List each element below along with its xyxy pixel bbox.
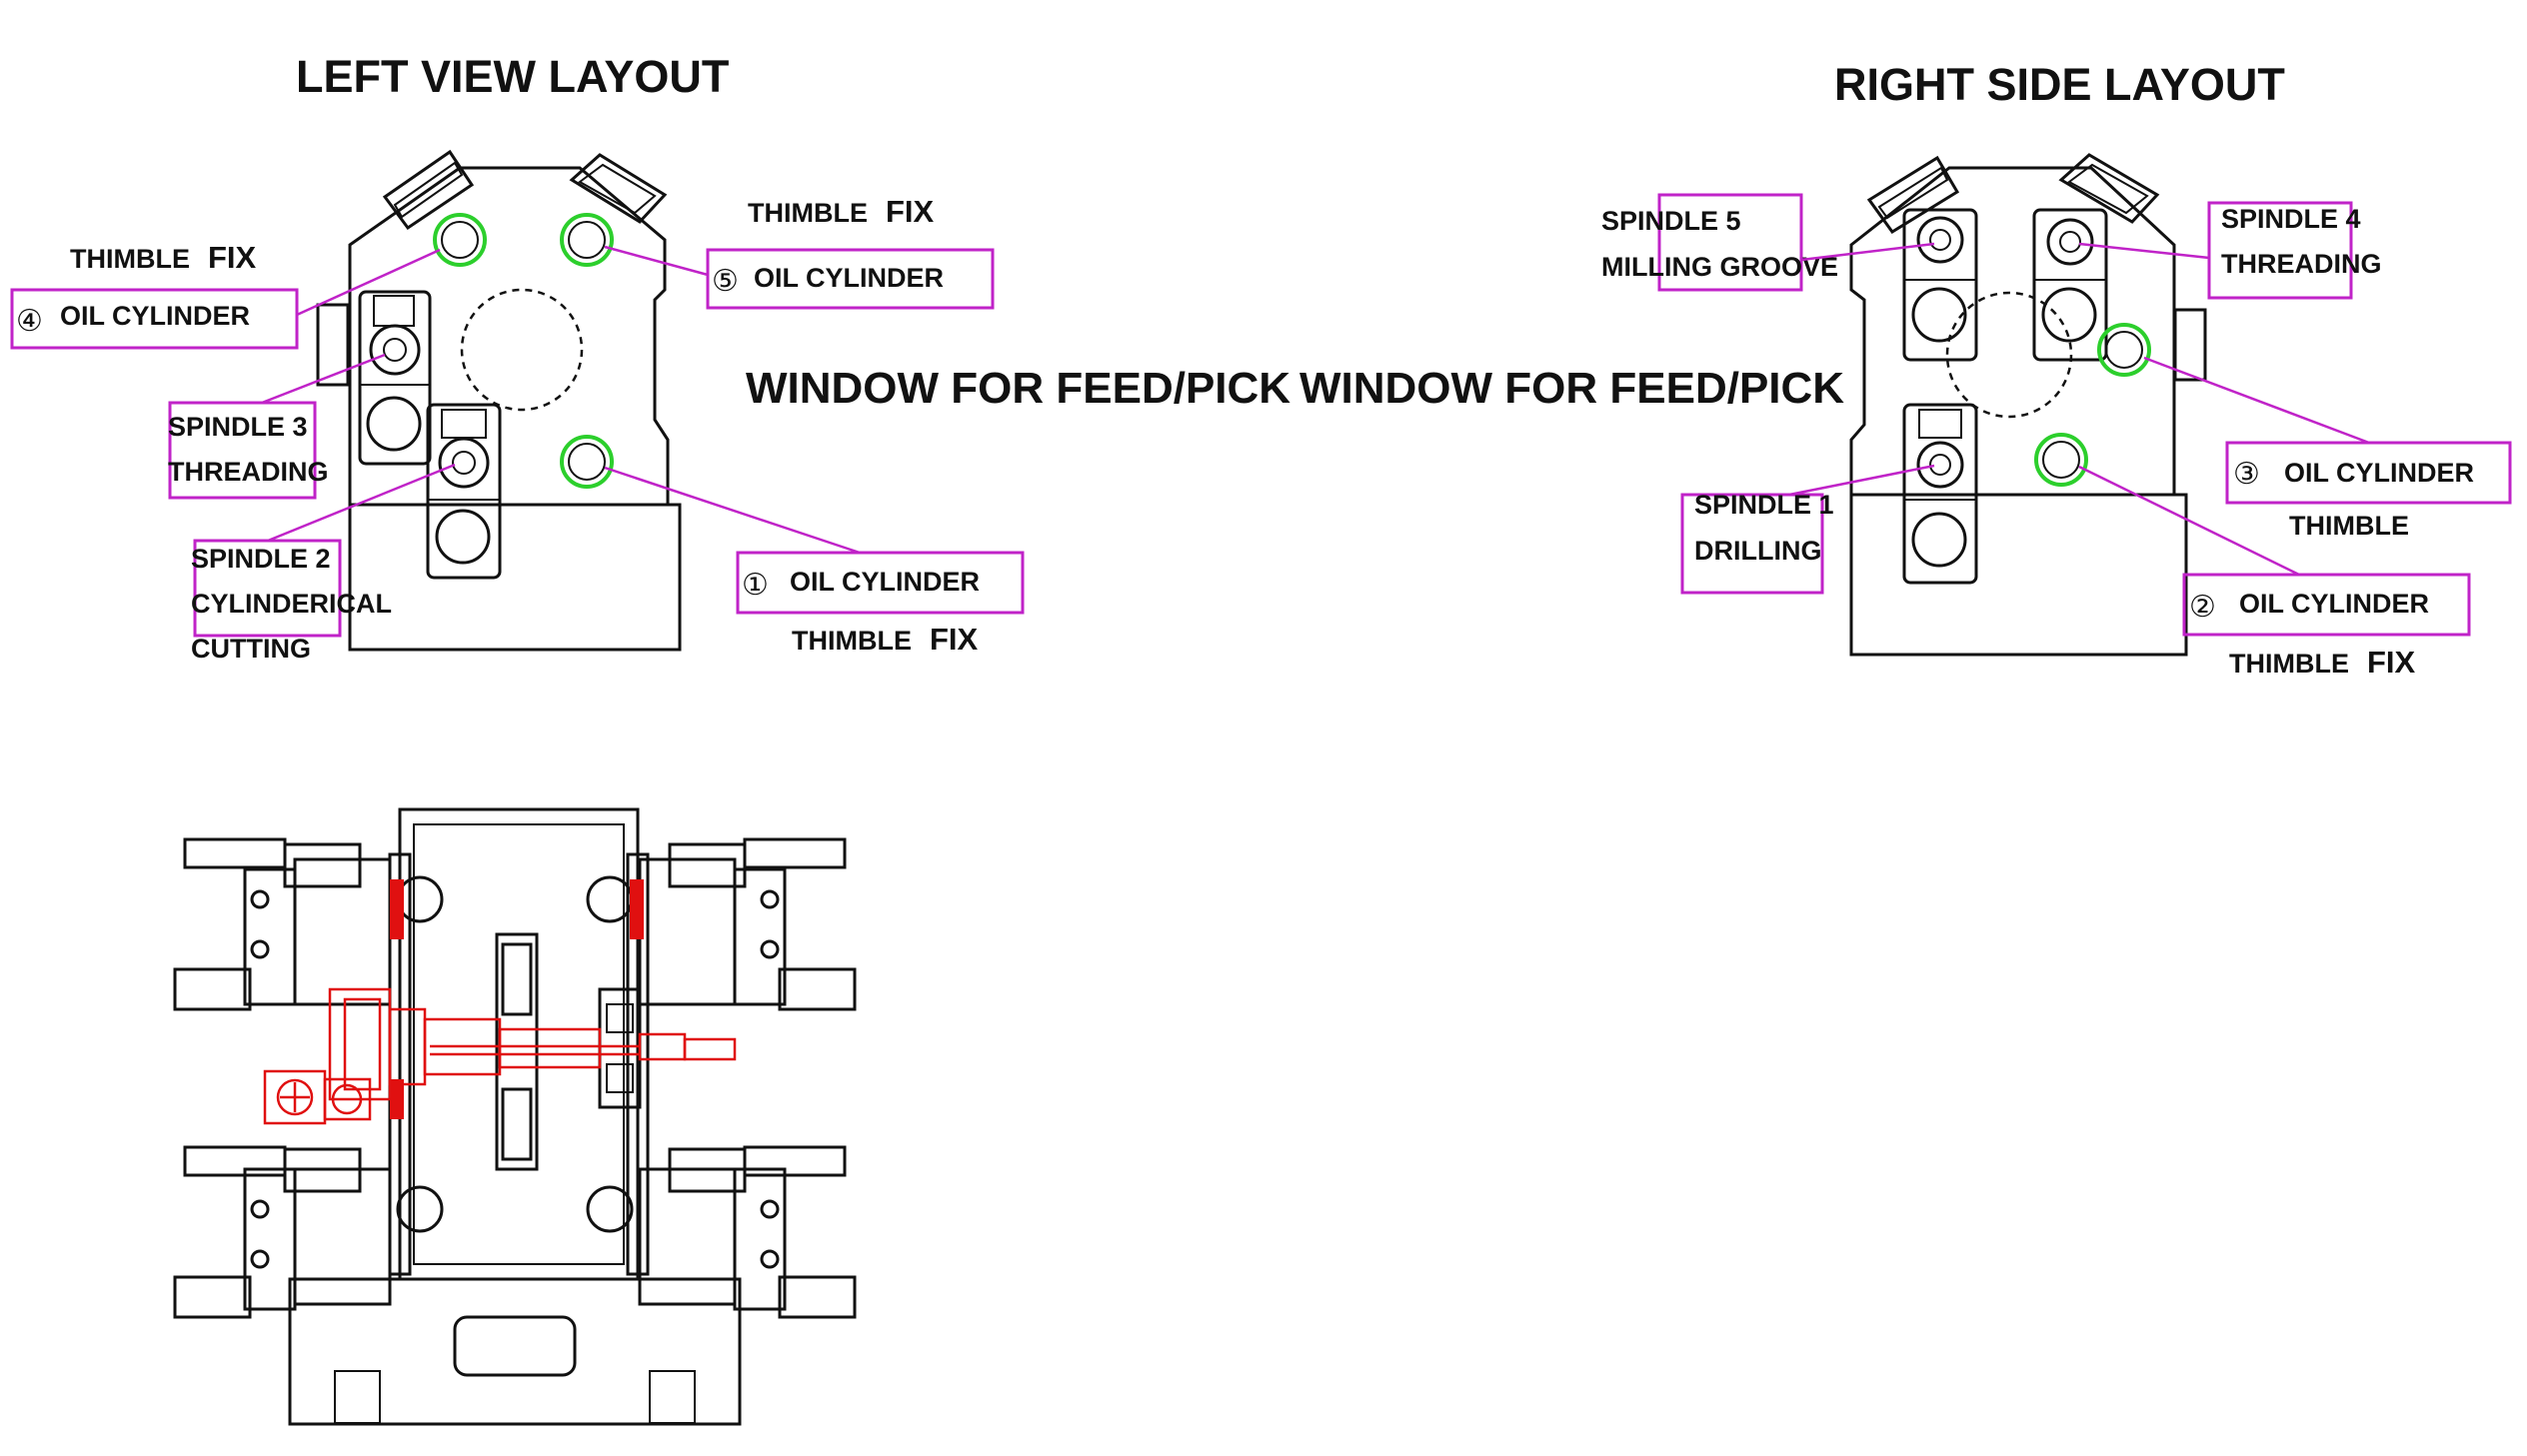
spindle-5-op-label: MILLING GROOVE xyxy=(1601,252,1838,282)
leader-spindle-5 xyxy=(1800,242,1935,262)
left-window-label: WINDOW FOR FEED/PICK xyxy=(746,364,1290,413)
number-4: ④ xyxy=(16,305,43,338)
left-spindle-3-assembly xyxy=(358,290,432,466)
right-top-motor-a xyxy=(1866,155,1960,235)
leader-oil-cylinder-4 xyxy=(296,248,441,317)
left-spindle-2-assembly xyxy=(426,403,502,580)
right-oil-cylinder-3-ring xyxy=(2097,323,2151,377)
spindle-2-label: SPINDLE 2 xyxy=(191,544,331,574)
spindle-1-op-label: DRILLING xyxy=(1694,536,1822,566)
plan-view-drawing xyxy=(173,807,857,1426)
right-side-layout: SPINDLE 5 MILLING GROOVE SPINDLE 4 THREA… xyxy=(1601,153,2512,680)
spindle-3-op-label: THREADING xyxy=(168,457,329,487)
plan-red-workpiece xyxy=(263,987,737,1125)
plan-right-lower-spindle xyxy=(586,1145,857,1319)
right-side-flange xyxy=(2173,308,2207,382)
leader-spindle-2 xyxy=(267,463,456,543)
number-3: ③ xyxy=(2233,458,2260,491)
callout-oil-cylinder-2 xyxy=(2182,573,2471,637)
left-base-block xyxy=(348,503,682,652)
left-top-motor-b xyxy=(569,153,668,224)
number-2: ② xyxy=(2189,591,2216,624)
plan-base xyxy=(288,1277,742,1426)
left-housing-outline xyxy=(348,166,670,507)
callout-spindle-3 xyxy=(168,401,317,500)
oil-cylinder-4-label: OIL CYLINDER xyxy=(60,301,250,331)
oil-cylinder-5-label: OIL CYLINDER xyxy=(754,263,944,293)
leader-spindle-4 xyxy=(2078,242,2210,260)
callout-spindle-2 xyxy=(193,539,342,638)
right-window-dashed-circle xyxy=(1945,291,2073,419)
callout-oil-cylinder-5 xyxy=(706,248,995,310)
leader-oil-cylinder-3 xyxy=(2143,356,2370,445)
right-view-title: RIGHT SIDE LAYOUT xyxy=(1834,59,2285,110)
leader-oil-cylinder-1 xyxy=(604,466,861,555)
right-oil-cylinder-2-ring xyxy=(2034,433,2088,487)
left-oil-cylinder-4-ring xyxy=(433,213,487,267)
callout-oil-cylinder-4 xyxy=(10,288,299,350)
callout-spindle-4 xyxy=(2207,201,2353,300)
leader-oil-cylinder-5 xyxy=(604,245,709,277)
spindle-2-op-label-b: CUTTING xyxy=(191,634,311,664)
oil-cylinder-2-label: OIL CYLINDER xyxy=(2239,589,2429,619)
right-spindle-1-assembly xyxy=(1902,403,1978,585)
leader-spindle-1 xyxy=(1788,464,1935,497)
right-spindle-4-assembly xyxy=(2032,208,2108,362)
oil-cylinder-1-label: OIL CYLINDER xyxy=(790,567,980,597)
spindle-5-label: SPINDLE 5 xyxy=(1601,206,1741,236)
plan-left-lower-spindle xyxy=(173,1145,444,1319)
plan-left-upper-spindle xyxy=(173,837,444,1011)
number-1: ① xyxy=(742,569,769,602)
spindle-1-label: SPINDLE 1 xyxy=(1694,490,1834,520)
plan-right-upper-spindle xyxy=(586,837,857,1011)
left-side-flange xyxy=(316,303,350,387)
callout-oil-cylinder-1 xyxy=(736,551,1025,615)
right-base-block xyxy=(1849,493,2188,657)
left-top-motor-a xyxy=(382,149,475,231)
right-spindle-5-assembly xyxy=(1902,208,1978,362)
left-oil-cylinder-5-ring xyxy=(560,213,614,267)
left-view-title: LEFT VIEW LAYOUT xyxy=(296,51,729,102)
left-oil-cylinder-1-ring xyxy=(560,435,614,489)
right-window-label: WINDOW FOR FEED/PICK xyxy=(1299,364,1844,413)
left-window-dashed-circle xyxy=(460,288,584,412)
plan-base-window xyxy=(453,1315,577,1377)
oil-cylinder-3-label: OIL CYLINDER xyxy=(2284,458,2474,488)
plan-center-turret xyxy=(495,932,539,1171)
right-thimble-label-3: THIMBLE xyxy=(2289,511,2409,541)
number-5: ⑤ xyxy=(712,265,739,298)
callout-spindle-5 xyxy=(1657,193,1803,292)
spindle-4-label: SPINDLE 4 xyxy=(2221,204,2361,234)
callout-spindle-1 xyxy=(1680,493,1824,595)
spindle-3-label: SPINDLE 3 xyxy=(168,412,308,442)
leader-spindle-3 xyxy=(261,353,386,405)
spindle-2-op-label-a: CYLINDERICAL xyxy=(191,589,392,619)
leader-oil-cylinder-2 xyxy=(2078,465,2300,577)
right-top-motor-b xyxy=(2058,153,2160,224)
spindle-4-op-label: THREADING xyxy=(2221,249,2382,279)
